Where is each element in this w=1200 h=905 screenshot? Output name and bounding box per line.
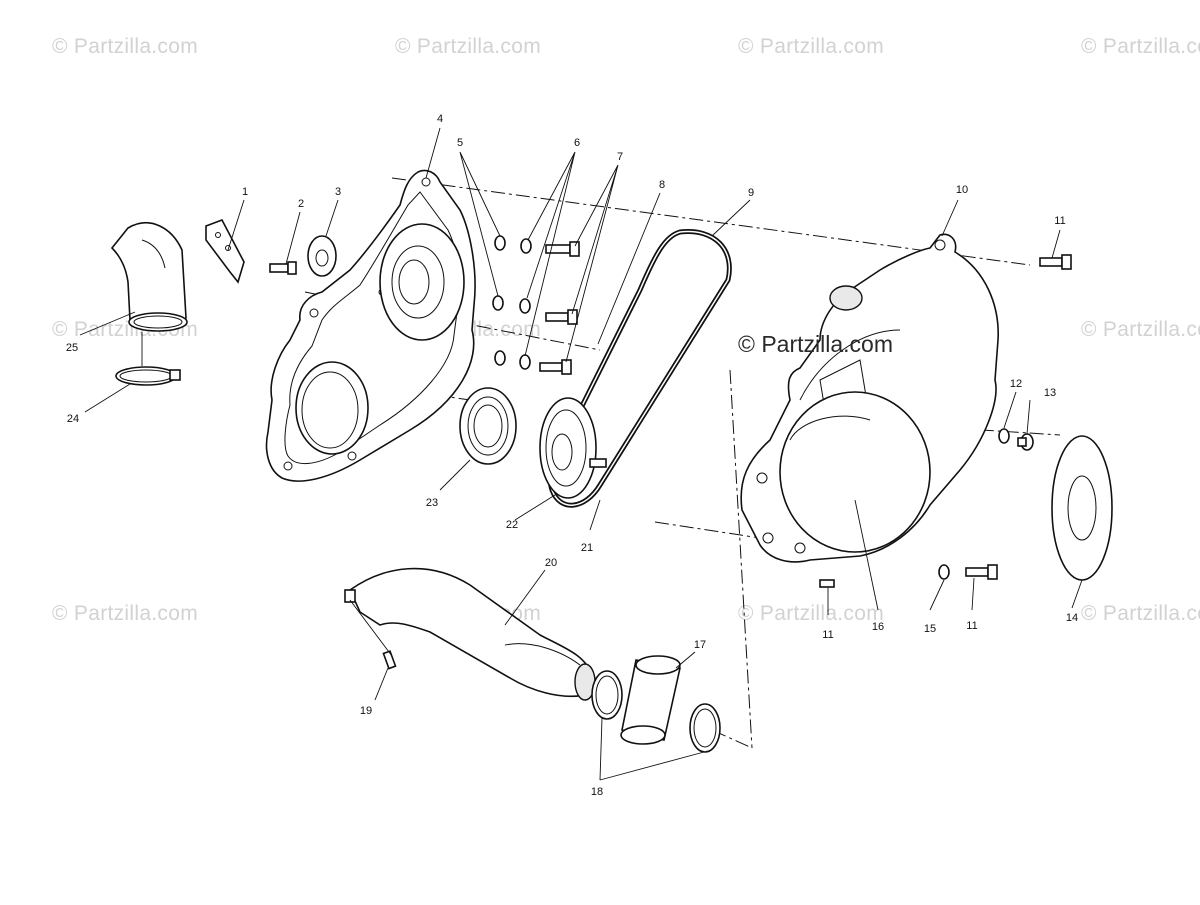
seal-ring [459,387,517,465]
coupler [620,655,681,745]
watermark: © Partzilla.com [52,602,199,625]
callout-15: 15 [923,623,937,635]
inner-cover-plate [265,169,476,482]
callout-21: 21 [580,542,594,554]
callout-12: 12 [1009,378,1023,390]
callout-22: 22 [505,519,519,531]
callout-11: 11 [966,620,978,632]
callout-5: 5 [456,137,464,149]
watermark: © Partzilla.com [738,602,885,625]
callout-20: 20 [544,557,558,569]
screws [819,254,1072,588]
bracket [205,219,245,284]
screw [269,261,297,275]
outer-clutch-cover [740,233,999,563]
watermark: © Partzilla.com [1081,602,1200,625]
watermark: © Partzilla.com [395,35,542,58]
callout-3: 3 [334,186,342,198]
callout-1: 1 [241,186,249,198]
callout-7: 7 [616,151,624,163]
callout-24: 24 [66,413,80,425]
hose-clamp [115,366,181,386]
watermark: © Partzilla.com [1081,35,1200,58]
watermark: © Partzilla.com [738,35,885,58]
watermark: © Partzilla.com [1081,318,1200,341]
seal-plate [539,397,607,499]
watermark: © Partzilla.com [738,331,893,357]
watermark: © Partzilla.com [52,35,199,58]
callout-13: 13 [1043,387,1057,399]
alignment-line [729,369,753,749]
callout-25: 25 [65,342,79,354]
callout-2: 2 [297,198,305,210]
washers [492,235,532,370]
callout-19: 19 [359,705,373,717]
callout-18: 18 [590,786,604,798]
small-hardware [938,428,1113,581]
callout-11: 11 [1054,215,1066,227]
hose-clamps [591,670,721,753]
screw [382,650,397,670]
callout-6: 6 [573,137,581,149]
callout-8: 8 [658,179,666,191]
callout-23: 23 [425,497,439,509]
bolts [539,241,580,375]
callout-9: 9 [747,187,755,199]
alignment-line [654,521,761,539]
callout-17: 17 [693,639,707,651]
air-duct [344,567,596,701]
callout-16: 16 [871,621,885,633]
callout-4: 4 [436,113,444,125]
callout-10: 10 [955,184,969,196]
spacer [307,235,337,277]
callout-11: 11 [822,629,834,641]
callout-14: 14 [1065,612,1079,624]
leader-lines [79,127,1083,781]
intake-elbow-tube [110,222,188,332]
